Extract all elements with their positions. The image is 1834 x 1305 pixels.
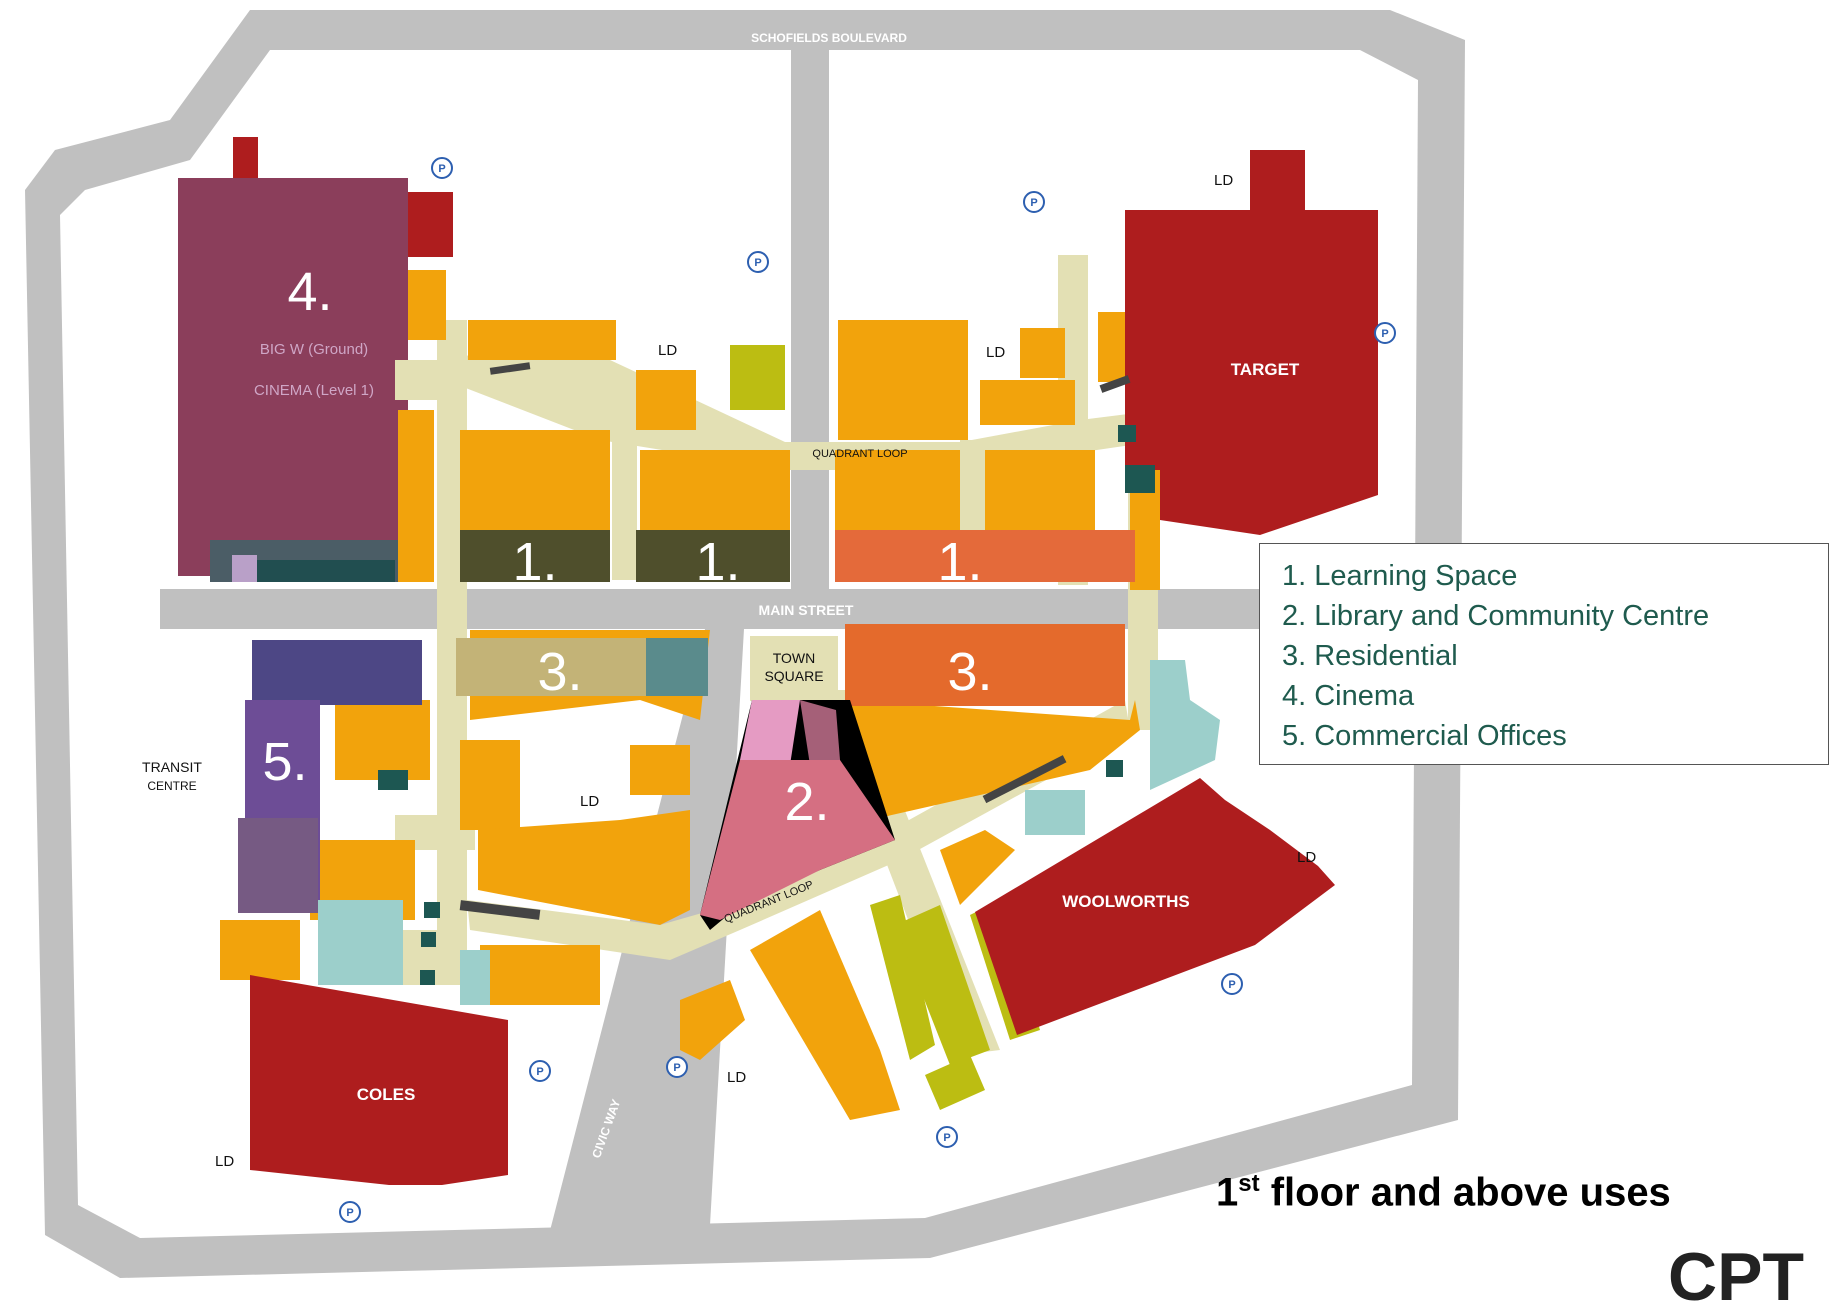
zone-number-offices: 5. <box>262 732 307 792</box>
teal-tenancies <box>318 660 1220 1005</box>
parking-icon: P <box>747 251 769 273</box>
target-label: TARGET <box>1231 360 1300 379</box>
cpt-logo: CPT <box>1668 1239 1804 1305</box>
loading-dock-3: LD <box>1214 172 1233 189</box>
caption-ordinal: 1 <box>1216 1170 1239 1215</box>
caption-suffix: st <box>1238 1170 1260 1197</box>
legend-item-residential: 3. Residential <box>1282 640 1458 672</box>
legend-item-library: 2. Library and Community Centre <box>1282 600 1710 632</box>
legend-item-commercial-offices: 5. Commercial Offices <box>1282 720 1567 752</box>
town-square-label-1: TOWN <box>773 650 816 666</box>
loading-dock-5: LD <box>1297 849 1316 866</box>
parking-letter: P <box>754 257 761 269</box>
town-square-label-2: SQUARE <box>764 668 823 684</box>
parking-icon: P <box>666 1056 688 1078</box>
map-caption: 1st floor and above uses <box>1216 1170 1671 1215</box>
zone-number-learning-1: 1. <box>512 532 557 592</box>
legend-item-cinema: 4. Cinema <box>1282 680 1415 712</box>
parking-icon: P <box>529 1060 551 1082</box>
cinema-block <box>178 137 453 582</box>
parking-letter: P <box>346 1207 353 1219</box>
parking-letter: P <box>673 1062 680 1074</box>
road-label-quadrant-loop-north: QUADRANT LOOP <box>812 448 907 460</box>
legend: 1. Learning Space 2. Library and Communi… <box>1259 543 1829 765</box>
parking-letter: P <box>1228 979 1235 991</box>
loading-dock-markers: LD LD LD LD LD LD LD <box>215 172 1316 1170</box>
parking-letter: P <box>1030 197 1037 209</box>
loading-dock-6: LD <box>727 1069 746 1086</box>
parking-icon: P <box>1221 973 1243 995</box>
parking-icon: P <box>339 1201 361 1223</box>
parking-letter: P <box>438 163 445 175</box>
big-w-label: BIG W (Ground) <box>260 341 368 358</box>
parking-letter: P <box>943 1132 950 1144</box>
zone-number-library: 2. <box>784 772 829 832</box>
zone-number-learning-3: 1. <box>937 532 982 592</box>
cinema-level-label: CINEMA (Level 1) <box>254 382 374 399</box>
coles-label: COLES <box>357 1085 416 1104</box>
library-zone <box>700 700 895 930</box>
parking-letter: P <box>1381 328 1388 340</box>
road-label-north: SCHOFIELDS BOULEVARD <box>751 31 907 45</box>
hatched-areas <box>459 362 1131 920</box>
parking-icon: P <box>936 1126 958 1148</box>
parking-letter: P <box>536 1066 543 1078</box>
caption-text: floor and above uses <box>1259 1170 1671 1215</box>
zone-number-residential-2: 3. <box>947 642 992 702</box>
zone-number-residential-1: 3. <box>537 642 582 702</box>
loading-dock-4: LD <box>580 793 599 810</box>
parking-icon: P <box>1023 191 1045 213</box>
loading-dock-1: LD <box>658 342 677 359</box>
transit-centre-label-1: TRANSIT <box>142 759 202 775</box>
kiosks <box>378 425 1155 985</box>
transit-centre-label-2: CENTRE <box>147 779 196 793</box>
office-zones <box>238 640 422 913</box>
anchor-stores <box>250 150 1378 1185</box>
residential-zones <box>456 624 1125 706</box>
road-label-main-street: MAIN STREET <box>759 602 854 618</box>
parking-icon: P <box>431 157 453 179</box>
loading-dock-2: LD <box>986 344 1005 361</box>
zone-number-cinema: 4. <box>287 262 332 322</box>
parking-icon: P <box>1374 322 1396 344</box>
parking-markers: P P P P P P P P P <box>339 157 1396 1223</box>
zone-number-learning-2: 1. <box>695 532 740 592</box>
legend-item-learning-space: 1. Learning Space <box>1282 560 1518 592</box>
loading-dock-7: LD <box>215 1153 234 1170</box>
logo-text: CPT <box>1668 1239 1804 1305</box>
woolworths-label: WOOLWORTHS <box>1062 892 1189 911</box>
learning-zones <box>460 530 1135 582</box>
